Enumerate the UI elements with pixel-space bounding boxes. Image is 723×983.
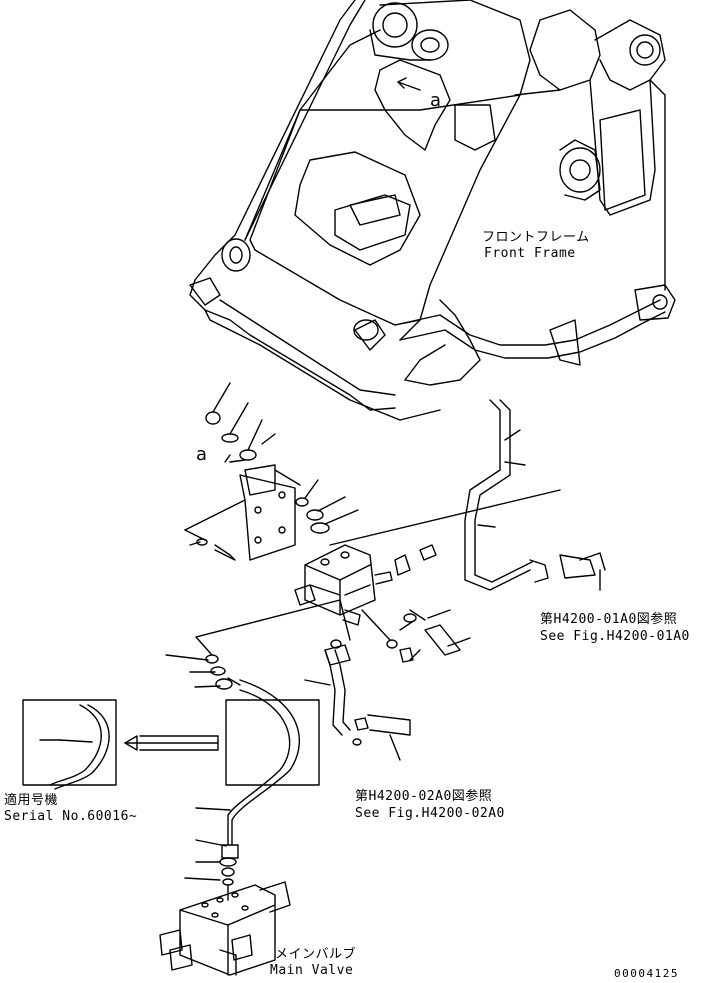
front-frame-label-jp: フロントフレーム — [482, 230, 590, 245]
main-valve-label-jp: メインバルブ — [275, 947, 357, 962]
main-valve-label-en: Main Valve — [270, 963, 354, 978]
serial-label-jp: 適用号機 — [4, 793, 59, 808]
middle-tube — [304, 644, 411, 761]
main-hose — [22, 654, 320, 901]
ref1-label-jp: 第H4200-01A0図参照 — [540, 612, 678, 627]
callout-a-bracket: a — [196, 444, 208, 465]
callout-a-frame: a — [430, 90, 442, 111]
leader-lines — [39, 609, 471, 881]
main-valve — [159, 881, 291, 976]
front-frame — [189, 0, 676, 421]
front-frame-label-en: Front Frame — [484, 246, 576, 261]
serial-label-en: Serial No.60016~ — [4, 809, 138, 824]
hydraulic-line-right — [464, 399, 606, 591]
drawing-number: 00004125 — [614, 967, 679, 980]
mounting-bracket — [184, 382, 359, 561]
valve-assembly — [195, 489, 561, 663]
ref1-label-en: See Fig.H4200-01A0 — [540, 629, 690, 644]
ref2-label-jp: 第H4200-02A0図参照 — [355, 789, 493, 804]
ref2-label-en: See Fig.H4200-02A0 — [355, 806, 505, 821]
